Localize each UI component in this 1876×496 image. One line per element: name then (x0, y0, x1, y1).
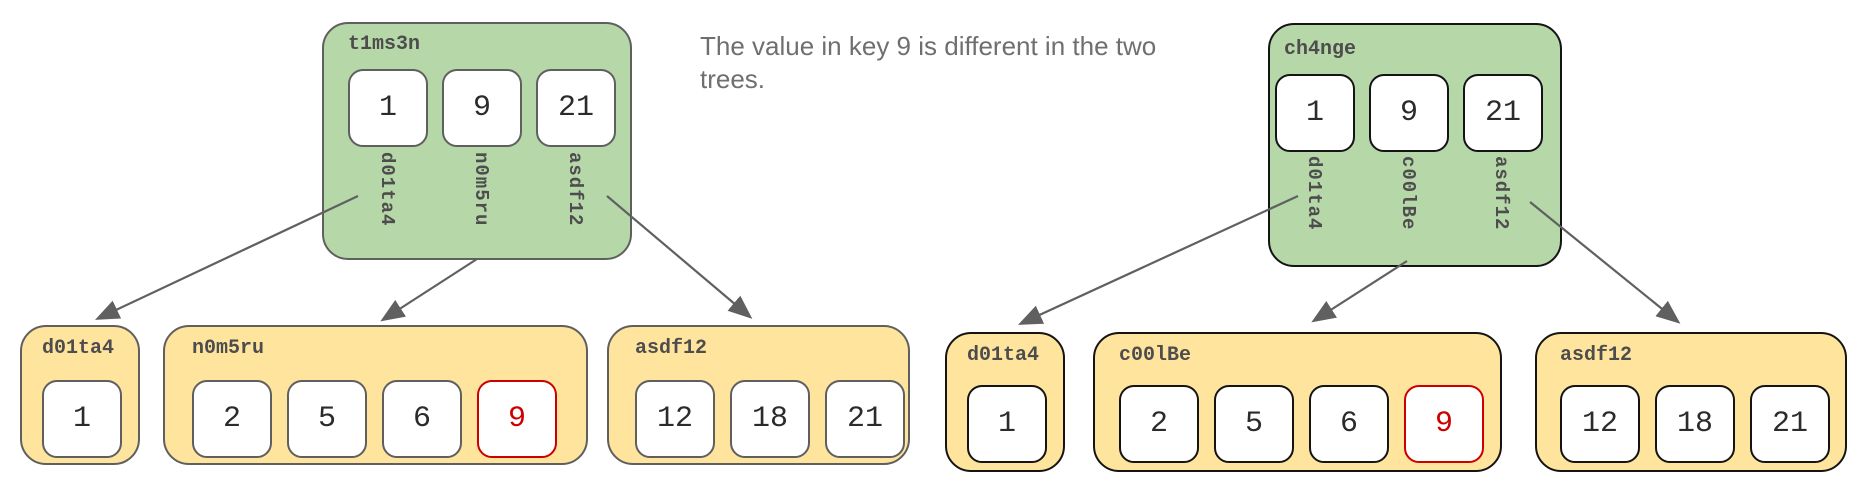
key-cell: 5 (287, 380, 367, 458)
pointer-label: c00lBe (1397, 156, 1419, 231)
node-label: n0m5ru (192, 337, 265, 360)
pointer-label: d01ta4 (376, 152, 398, 227)
key-cell-highlighted: 9 (1404, 385, 1484, 463)
key-cell: 12 (1560, 385, 1640, 463)
left-leaf-n0m5ru: n0m5ru 2 5 6 9 (163, 325, 588, 465)
pointer-label: n0m5ru (470, 152, 492, 227)
node-label: asdf12 (1560, 344, 1633, 367)
annotation-text: The value in key 9 is different in the t… (700, 30, 1156, 96)
node-label: t1ms3n (348, 33, 421, 56)
key-cell: 2 (1119, 385, 1199, 463)
node-label: asdf12 (635, 337, 708, 360)
annotation-line-2: trees. (700, 64, 766, 94)
key-cell: 21 (536, 69, 616, 147)
arrow-left-root-to-d01ta4 (95, 195, 359, 320)
right-root-node: ch4nge 1 9 21 d01ta4 c00lBe asdf12 (1268, 23, 1562, 267)
pointer-label: asdf12 (1490, 156, 1512, 231)
pointer-label: d01ta4 (1303, 156, 1325, 231)
key-cell: 21 (1750, 385, 1830, 463)
key-cell: 2 (192, 380, 272, 458)
key-cell: 21 (825, 380, 905, 458)
right-leaf-c00lBe: c00lBe 2 5 6 9 (1093, 332, 1502, 472)
pointer-label: asdf12 (564, 152, 586, 227)
arrow-right-root-to-d01ta4 (1018, 195, 1299, 325)
key-cell: 6 (382, 380, 462, 458)
left-leaf-d01ta4: d01ta4 1 (20, 325, 140, 465)
right-leaf-d01ta4: d01ta4 1 (945, 332, 1065, 472)
node-label: c00lBe (1119, 344, 1192, 367)
left-leaf-asdf12: asdf12 12 18 21 (607, 325, 910, 465)
key-cell: 1 (967, 385, 1047, 463)
left-root-node: t1ms3n 1 9 21 d01ta4 n0m5ru asdf12 (322, 22, 632, 260)
key-cell: 5 (1214, 385, 1294, 463)
key-cell: 12 (635, 380, 715, 458)
key-cell: 18 (1655, 385, 1735, 463)
key-cell: 1 (348, 69, 428, 147)
node-label: ch4nge (1284, 38, 1357, 61)
arrow-left-root-to-n0m5ru (380, 258, 478, 322)
key-cell: 9 (1369, 74, 1449, 152)
right-leaf-asdf12: asdf12 12 18 21 (1535, 332, 1847, 472)
key-cell: 18 (730, 380, 810, 458)
key-cell: 21 (1463, 74, 1543, 152)
annotation-line-1: The value in key 9 is different in the t… (700, 31, 1157, 61)
arrow-right-root-to-c00lBe (1311, 260, 1408, 323)
node-label: d01ta4 (42, 337, 115, 360)
key-cell: 1 (1275, 74, 1355, 152)
key-cell: 9 (442, 69, 522, 147)
key-cell: 6 (1309, 385, 1389, 463)
node-label: d01ta4 (967, 344, 1040, 367)
key-cell-highlighted: 9 (477, 380, 557, 458)
key-cell: 1 (42, 380, 122, 458)
